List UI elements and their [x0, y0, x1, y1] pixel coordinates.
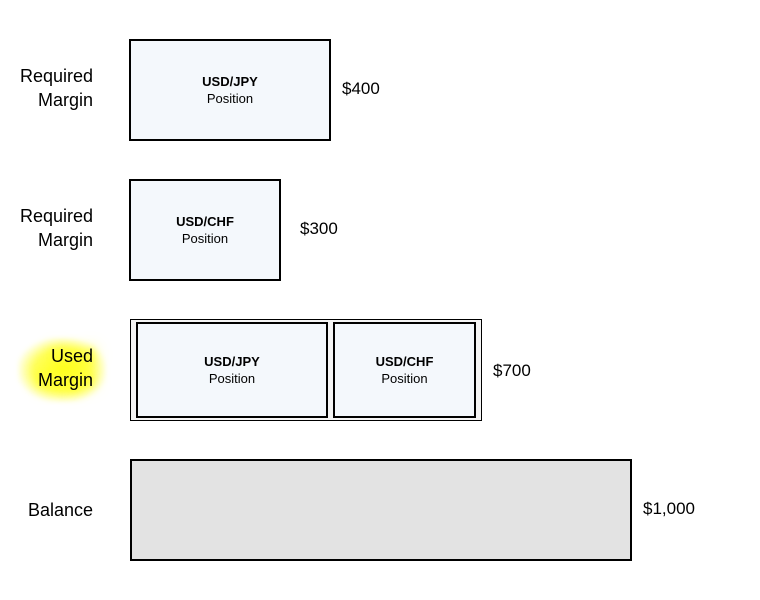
position-pair: USD/CHF [375, 354, 434, 369]
position-sub: Position [206, 91, 254, 106]
row-label-line2: Margin [37, 230, 93, 250]
position-sub: Position [381, 371, 428, 386]
position-sub: Position [208, 371, 256, 386]
balance-box [130, 459, 632, 561]
position-pair: USD/JPY [202, 74, 258, 89]
amount-balance: $1,000 [643, 499, 695, 518]
used-usd-chf-position-box: USD/CHF Position [333, 322, 476, 418]
position-pair: USD/JPY [204, 354, 260, 369]
row-label-line1: Balance [27, 500, 93, 520]
amount-used-margin: $700 [493, 361, 531, 380]
usd-chf-position-box: USD/CHF Position [129, 179, 281, 281]
row-label-line1: Required [19, 66, 93, 86]
used-margin-highlight [18, 338, 106, 402]
row-label-balance: Balance [28, 498, 93, 522]
usd-jpy-position-box: USD/JPY Position [129, 39, 331, 141]
amount-required-margin-chf: $300 [300, 219, 338, 238]
position-sub: Position [181, 231, 229, 246]
row-label-line2: Margin [37, 370, 93, 390]
amount-required-margin-jpy: $400 [342, 79, 380, 98]
used-usd-jpy-position-box: USD/JPY Position [136, 322, 328, 418]
row-label-line1: Required [19, 206, 93, 226]
row-label-required-margin-chf: Required Margin [20, 204, 93, 252]
row-label-line1: Used [50, 346, 93, 366]
row-label-used-margin: Used Margin [38, 344, 93, 392]
row-label-required-margin-jpy: Required Margin [20, 64, 93, 112]
row-label-line2: Margin [37, 90, 93, 110]
position-pair: USD/CHF [176, 214, 234, 229]
